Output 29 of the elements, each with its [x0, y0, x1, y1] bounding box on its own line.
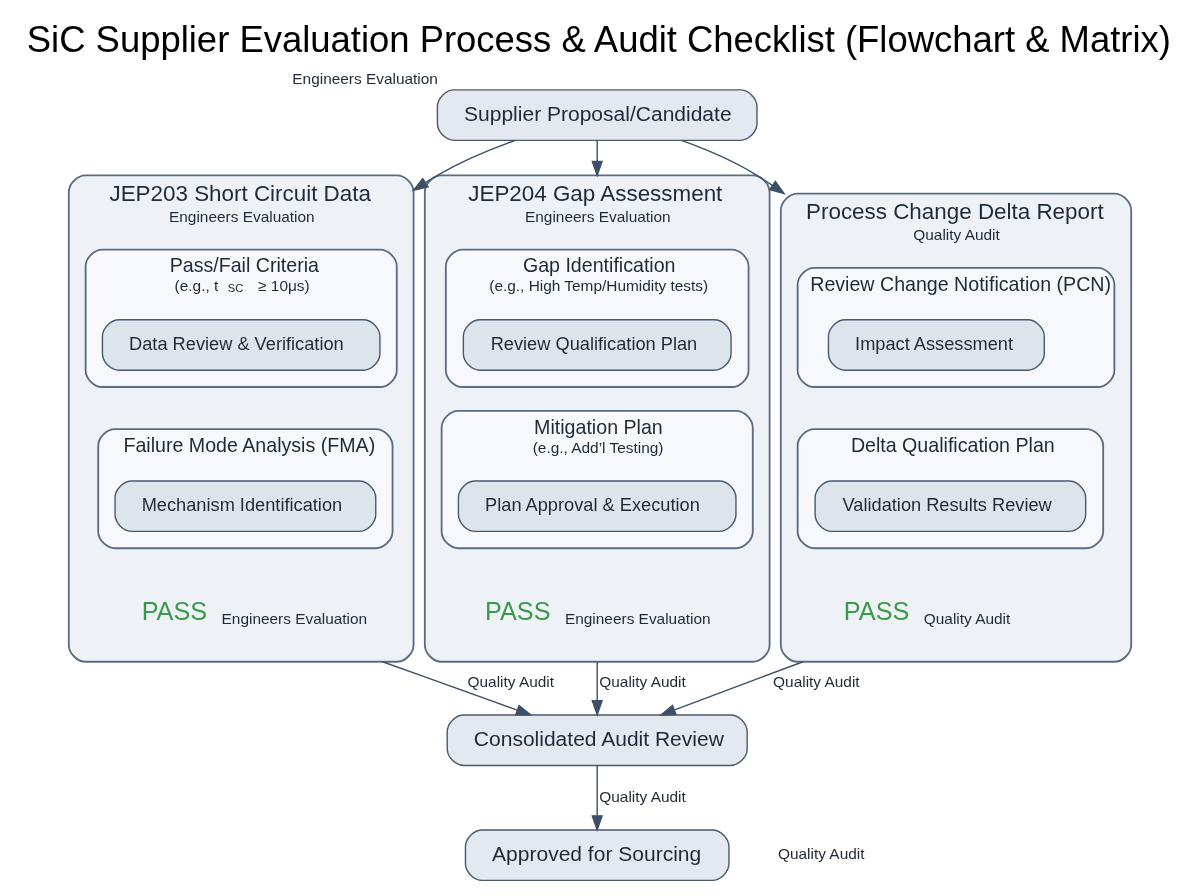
node-box: Review Qualification Plan	[462, 319, 732, 371]
node-box: Supplier Proposal/Candidate	[436, 89, 758, 142]
arrow	[411, 139, 517, 192]
node-box: Approved for Sourcing	[464, 829, 730, 882]
node-box: Validation Results Review	[814, 480, 1087, 533]
node-box: Consolidated Audit Review	[446, 714, 748, 767]
node-text: PASS	[141, 597, 208, 626]
arrow	[659, 661, 804, 716]
node-text: PASS	[485, 597, 551, 626]
node-label: Engineers Evaluation	[564, 609, 711, 627]
node-box: Plan Approval & Execution	[457, 480, 737, 533]
node-label: Quality Audit	[923, 609, 1011, 627]
node-box: Data Review & Verification	[101, 319, 381, 371]
edge-label: Quality Audit	[599, 672, 686, 690]
arrow	[591, 765, 604, 832]
node-label: Engineers Evaluation	[292, 70, 438, 87]
arrow	[680, 139, 786, 195]
diagram-title: SiC Supplier Evaluation Process & Audit Checklist (Flowchart & Matrix)	[26, 19, 1171, 61]
node-box: Mechanism Identification	[114, 480, 377, 533]
node-box: Impact Assessment	[827, 319, 1045, 371]
arrow	[591, 139, 604, 178]
arrow	[591, 661, 604, 717]
arrow	[381, 661, 533, 716]
edge-label: Quality Audit	[599, 787, 686, 805]
node-text: PASS	[843, 597, 910, 626]
edge-label: Quality Audit	[773, 672, 860, 690]
edge-label: Quality Audit	[467, 672, 555, 690]
label: Quality Audit	[778, 845, 865, 863]
node-label: Engineers Evaluation	[221, 609, 368, 627]
